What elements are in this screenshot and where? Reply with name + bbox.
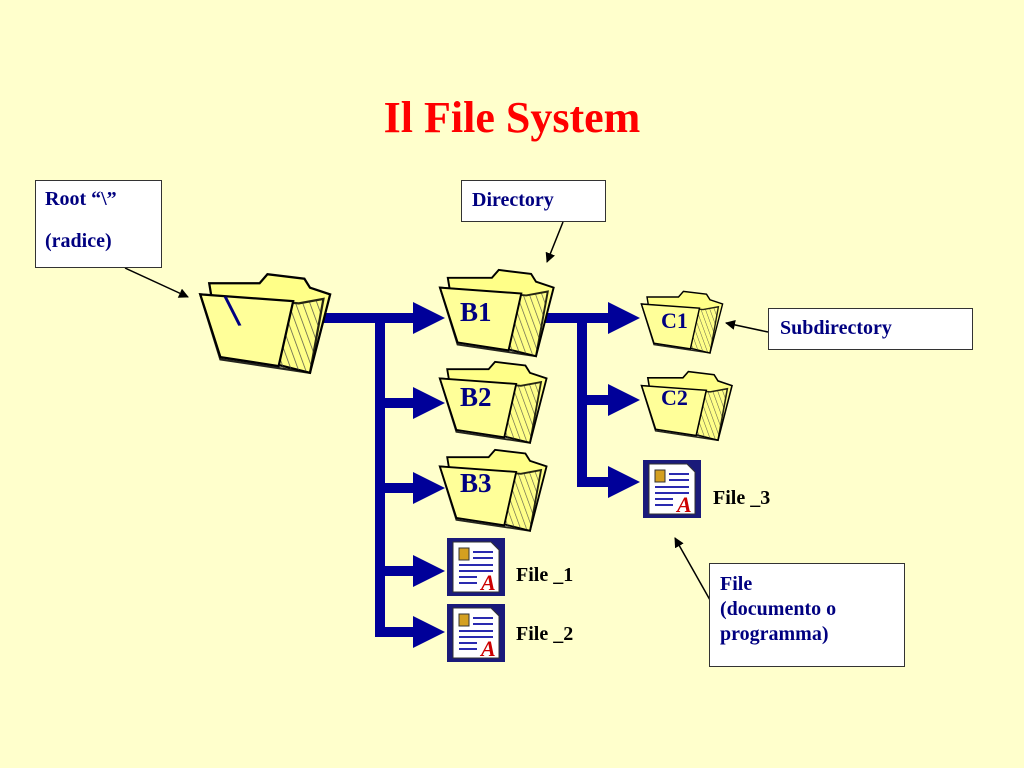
file-1-label: File _1 [516, 564, 574, 586]
folder-b1-label: B1 [460, 297, 492, 327]
connector-lines [300, 302, 640, 648]
callout-arrows [124, 221, 769, 601]
file-callout: File (documento o programma) [709, 563, 905, 667]
folder-c2-label: C2 [661, 385, 688, 410]
svg-text:A: A [479, 636, 496, 661]
file-callout-line-2: (documento o [720, 598, 837, 620]
folder-b2-label: B2 [460, 382, 492, 412]
subdirectory-callout: Subdirectory [768, 308, 973, 350]
file-callout-line-3: programma) [720, 623, 829, 645]
file-3-label: File _3 [713, 487, 771, 509]
folder-b3-icon[interactable] [438, 448, 548, 532]
directory-callout: Directory [461, 180, 606, 222]
file-2-label: File _2 [516, 623, 574, 645]
file-1-icon[interactable]: A [447, 538, 505, 596]
directory-callout-text: Directory [472, 189, 554, 211]
folder-b1-icon[interactable] [438, 268, 555, 358]
svg-text:A: A [479, 570, 496, 595]
folder-b3-label: B3 [460, 468, 492, 498]
root-callout-line-2: (radice) [45, 230, 112, 252]
folder-b2-icon[interactable] [438, 360, 548, 444]
svg-text:A: A [675, 492, 692, 517]
file-3-icon[interactable]: A [643, 460, 701, 518]
root-callout: Root “\” (radice) [35, 180, 162, 268]
subdirectory-callout-text: Subdirectory [780, 317, 892, 339]
file-2-icon[interactable]: A [447, 604, 505, 662]
file-callout-line-1: File [720, 573, 753, 595]
slide-title: Il File System [383, 93, 641, 142]
folder-c1-label: C1 [661, 308, 688, 333]
root-callout-line-1: Root “\” [45, 188, 117, 210]
root-folder-icon[interactable] [199, 273, 332, 374]
